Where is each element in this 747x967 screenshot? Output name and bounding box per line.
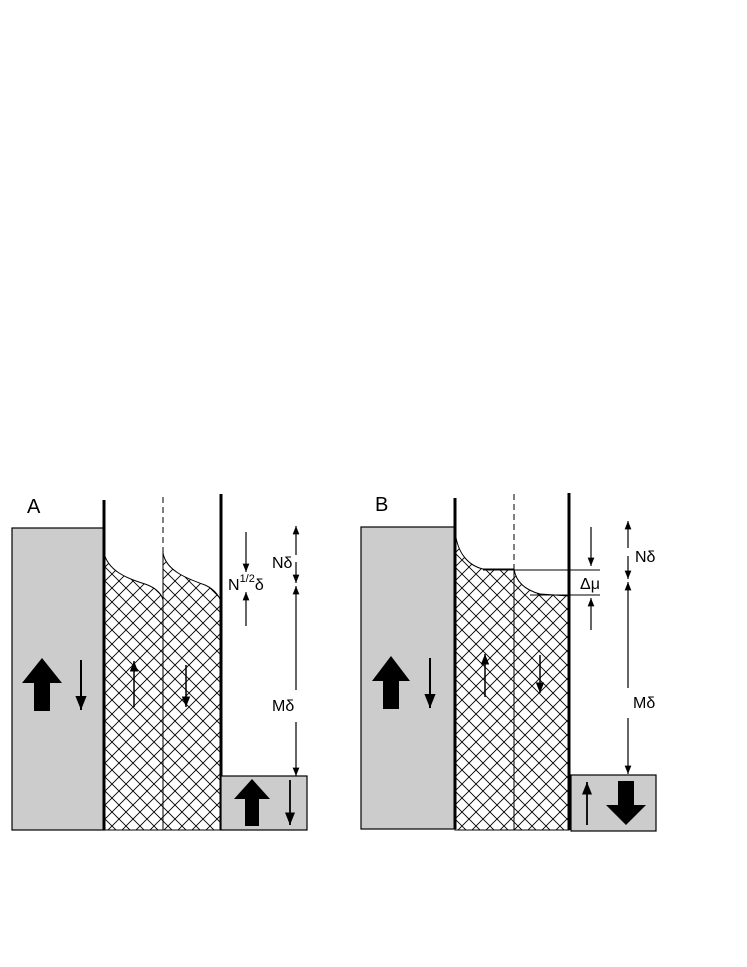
panel-b: B Nδ Mδ Δμ [360, 493, 657, 832]
m-delta-label: Mδ [272, 698, 294, 715]
right-detector-block [220, 775, 308, 831]
panel-b-letter: B [375, 494, 388, 516]
majority-spin-up-icon [22, 658, 62, 711]
m-delta-label: Mδ [633, 695, 655, 712]
n-delta-label: Nδ [272, 555, 293, 572]
sqrt-n-delta-label: N1/2δ [228, 573, 264, 594]
right-detector-block [570, 774, 657, 832]
majority-spin-up-icon [372, 656, 410, 709]
spin-down-accumulation-region [162, 552, 222, 831]
delta-mu-label: Δμ [580, 576, 600, 593]
n-delta-label: Nδ [635, 549, 656, 566]
detector-spin-up-icon [234, 779, 270, 826]
panel-a: A Nδ Mδ N1/2δ [11, 494, 308, 831]
detector-spin-down-icon [606, 781, 646, 825]
spin-down-accumulation-region [513, 568, 570, 831]
panel-a-letter: A [27, 496, 41, 518]
